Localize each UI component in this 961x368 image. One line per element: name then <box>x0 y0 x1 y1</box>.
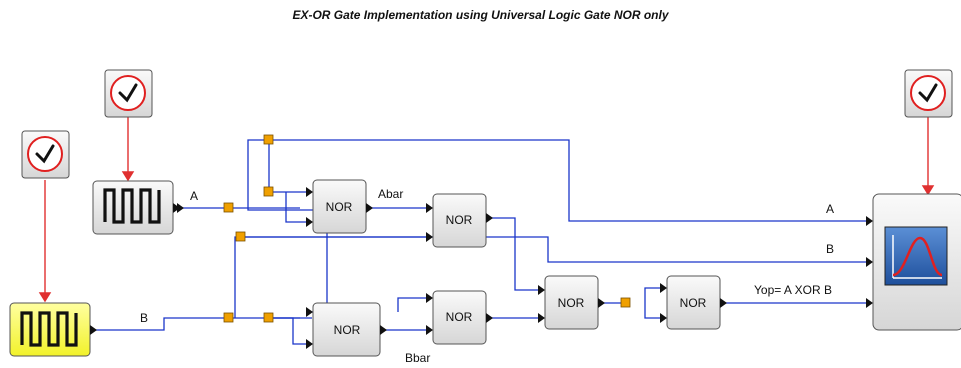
nor-gate-3[interactable]: NOR <box>432 290 493 345</box>
square-wave-icon <box>20 311 78 347</box>
scope-block[interactable] <box>872 193 961 331</box>
nor-gate-5[interactable]: NOR <box>666 275 727 330</box>
scope-input-label-b: B <box>826 242 834 256</box>
nor-gate-4[interactable]: NOR <box>544 275 605 330</box>
clock-icon <box>110 75 146 111</box>
signal-label-a: A <box>190 189 198 203</box>
nor-gate-label: NOR <box>446 213 473 227</box>
nor-gate-label: NOR <box>334 323 361 337</box>
nor-gate-6[interactable]: NOR <box>312 302 387 357</box>
nor-gate-label: NOR <box>558 296 585 310</box>
split-point-b-top[interactable] <box>235 231 246 242</box>
diagram-title: EX-OR Gate Implementation using Universa… <box>292 8 669 22</box>
signal-label-bbar: Bbar <box>405 351 430 365</box>
scope-icon <box>884 226 948 286</box>
scope-input-label-a: A <box>826 202 834 216</box>
nor-gate-label: NOR <box>680 296 707 310</box>
event-links <box>38 117 935 303</box>
nor-gate-label: NOR <box>326 200 353 214</box>
split-point-a-nor1[interactable] <box>263 186 274 197</box>
clock-block-scope[interactable] <box>904 69 953 118</box>
split-point-xor[interactable] <box>620 297 631 308</box>
nor-gate-2[interactable]: NOR <box>432 193 493 248</box>
signal-label-abar: Abar <box>378 187 403 201</box>
scope-input-label-y: Yop= A XOR B <box>754 283 832 297</box>
nor-gate-1[interactable]: NOR <box>312 179 373 234</box>
split-point-b[interactable] <box>223 312 234 323</box>
signal-label-b: B <box>140 311 148 325</box>
split-point-a-top[interactable] <box>263 134 274 145</box>
split-point-a[interactable] <box>223 202 234 213</box>
square-wave-icon <box>103 188 161 224</box>
clock-block-b[interactable] <box>21 130 70 179</box>
split-points <box>223 134 631 323</box>
port-arrows <box>177 187 873 349</box>
clock-icon <box>910 75 946 111</box>
pulse-generator-b[interactable] <box>9 302 97 357</box>
nor-gate-label: NOR <box>446 310 473 324</box>
pulse-generator-a[interactable] <box>92 180 180 235</box>
split-point-b-nor6[interactable] <box>263 312 274 323</box>
clock-block-a[interactable] <box>104 69 153 118</box>
clock-icon <box>27 136 63 172</box>
